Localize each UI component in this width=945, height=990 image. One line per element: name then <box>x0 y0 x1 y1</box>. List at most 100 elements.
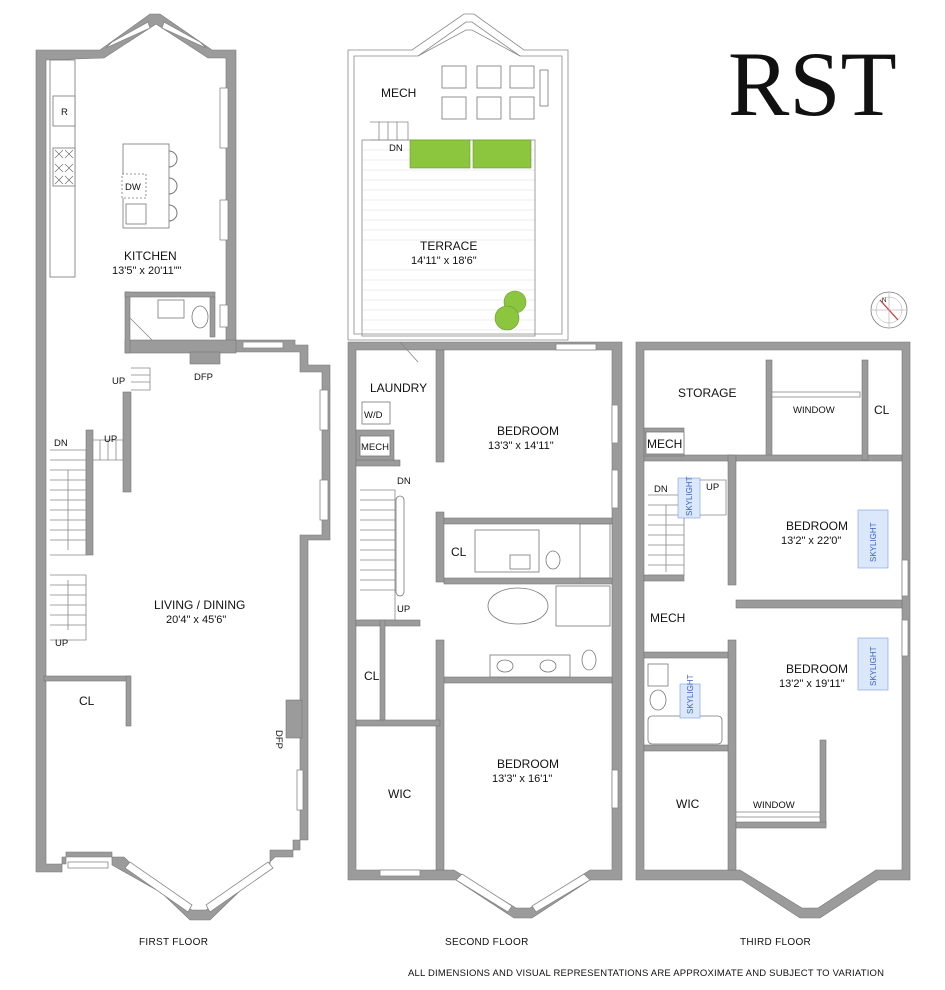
island-sink <box>125 203 147 225</box>
third-floor-wic: WIC <box>676 797 700 811</box>
interior-window-1 <box>771 391 861 398</box>
terrace-dn-label: DN <box>389 143 403 154</box>
window-label-2: WINDOW <box>753 800 795 811</box>
bath-side-wall <box>209 296 216 338</box>
powder-toilet <box>191 305 209 329</box>
bedroom-3a-dims: 13'2" x 22'0" <box>781 535 841 547</box>
second-stair-dn-label: DN <box>397 476 411 487</box>
stair-partition <box>122 391 132 493</box>
bedroom-window-side-1 <box>611 404 619 444</box>
storage-name: STORAGE <box>678 386 736 400</box>
bay-window-right <box>205 861 274 913</box>
kitchen-bottom-wall <box>124 339 237 354</box>
stair-up-label-3: UP <box>55 638 68 649</box>
stair-rail-wall <box>85 429 94 556</box>
stair-up-main <box>50 367 151 641</box>
first-floor-title: FIRST FLOOR <box>139 937 208 948</box>
second-floor-title: SECOND FLOOR <box>445 937 529 948</box>
interior-window-2 <box>735 811 821 818</box>
closet-side-wall <box>125 675 132 727</box>
second-floor-mech-label: MECH <box>361 442 389 453</box>
terrace-door-swing <box>399 341 419 363</box>
wic-top-wall <box>355 719 441 727</box>
second-floor-closet-2: CL <box>364 669 380 683</box>
rear-bay-window-left <box>105 21 151 49</box>
third-floor-mech-2: MECH <box>650 611 685 625</box>
bedroom-bath-wall <box>443 517 613 525</box>
bath-sink-1 <box>509 554 531 570</box>
living-dims: 20'4" x 45'6" <box>166 614 226 626</box>
washer-dryer-label: W/D <box>364 410 383 421</box>
dfp-firebox-top <box>189 351 221 365</box>
terrace-mech-label: MECH <box>381 86 416 100</box>
bedroom-3b-closet-wall <box>819 739 827 827</box>
bedroom-2a-name: BEDROOM <box>497 424 559 438</box>
third-floor: STORAGE WINDOW CL MECH SKYLIGHT DN UP ME… <box>635 341 911 948</box>
terrace-dims: 14'11" x 18'6" <box>411 255 477 267</box>
second-stair-up-label: UP <box>397 604 410 615</box>
closet-side-wall-2 <box>379 619 386 721</box>
bay-window-2-right <box>531 873 591 913</box>
second-floor-stairs <box>360 489 405 621</box>
mech-closet-3-interior <box>645 431 685 455</box>
bath-toilet-1 <box>545 550 561 570</box>
powder-sink <box>157 299 185 319</box>
closet-top-wall-2 <box>355 619 421 627</box>
dfp-label-top: DFP <box>194 372 213 383</box>
bath-window <box>219 304 229 328</box>
hall-wall-4 <box>727 639 737 871</box>
skylight-bath <box>679 683 701 719</box>
bedroom-2b-name: BEDROOM <box>497 757 559 771</box>
third-stair-dn-label: DN <box>654 484 668 495</box>
third-stair-up-label: UP <box>706 482 719 493</box>
front-window-1 <box>67 861 109 869</box>
skylight-stair <box>677 477 701 519</box>
bedroom-2b-dims: 13'3" x 16'1" <box>492 773 552 785</box>
bedroom-3a-window <box>901 559 909 597</box>
bedroom-3b-name: BEDROOM <box>786 662 848 676</box>
first-floor: R DW KITCHEN 13'5" x 20'11"" UP UP DN UP… <box>35 13 331 948</box>
powder-door-swing <box>129 317 153 341</box>
hall-wall-2 <box>435 639 445 871</box>
living-window-3 <box>296 769 304 811</box>
bedroom-window-side-2 <box>611 469 619 509</box>
bedroom-3b-closet-bottom <box>735 821 827 829</box>
bedroom-divider-wall <box>735 599 903 609</box>
mech-closet-interior <box>359 435 391 457</box>
kitchen-window-2 <box>219 199 229 241</box>
dishwasher-label: DW <box>125 182 141 193</box>
brand-logo: RST <box>728 33 897 135</box>
cooktop-icon <box>52 147 76 187</box>
tree-2 <box>494 305 520 331</box>
bath-bottom-wall <box>443 676 613 684</box>
bath-wall <box>124 291 131 354</box>
stair-up-label-1: UP <box>112 376 125 387</box>
barstool-icon <box>168 150 178 222</box>
first-floor-closet: CL <box>79 694 95 708</box>
third-floor-closet: CL <box>874 403 890 417</box>
kitchen-dims: 13'5" x 20'11"" <box>112 265 182 277</box>
second-floor: MECH DN TERRACE 14'11" x 18'6" <box>347 13 623 948</box>
hall-wall-1 <box>435 511 445 583</box>
skylight-stair-label: SKYLIGHT <box>685 476 694 516</box>
stair-up-label-2: UP <box>104 434 117 445</box>
skylight-bedroom-3a-label: SKYLIGHT <box>869 522 878 562</box>
storage-side-wall <box>765 359 773 457</box>
skylight-bedroom-3b <box>857 637 889 691</box>
bedroom-3b-dims: 13'2" x 19'11" <box>779 678 845 690</box>
rear-bay-window-right <box>161 21 207 49</box>
skylight-bedroom-3a <box>857 509 889 569</box>
bathtub <box>487 587 549 625</box>
bedroom-window-side-3 <box>611 769 619 809</box>
third-bath-sink <box>647 663 669 687</box>
living-name: LIVING / DINING <box>154 598 245 612</box>
refrigerator <box>52 95 76 127</box>
closet-top-wall <box>43 675 131 682</box>
mech-units <box>441 65 549 120</box>
bedroom-3b-window <box>901 619 909 657</box>
bedroom-2a-dims: 13'3" x 14'11" <box>488 440 554 452</box>
dfp-label-right: DFP <box>273 730 284 749</box>
planter-2 <box>472 139 532 169</box>
terrace-name: TERRACE <box>420 239 477 253</box>
disclaimer-text: ALL DIMENSIONS AND VISUAL REPRESENTATION… <box>408 968 884 979</box>
